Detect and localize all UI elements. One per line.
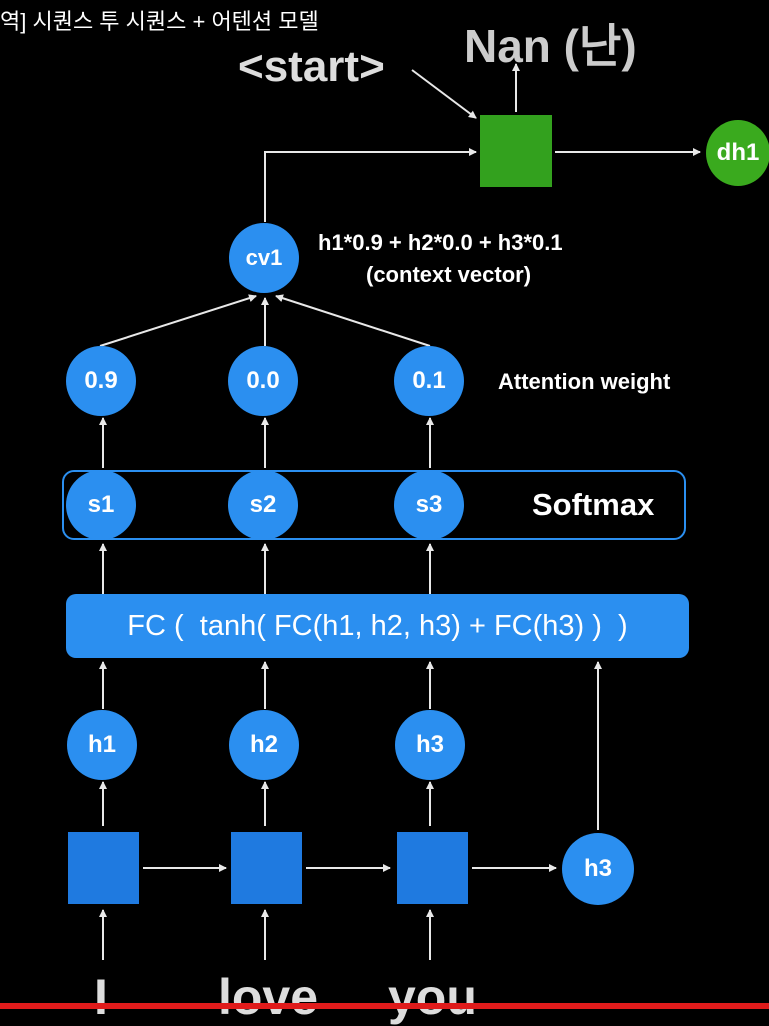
context-caption: (context vector) — [366, 262, 532, 287]
attention-weight-1: 0.9 — [66, 346, 136, 416]
decoder-hidden-node: dh1 — [706, 120, 769, 186]
encoder-hidden-1: h1 — [67, 710, 137, 780]
input-word-3: you — [388, 969, 477, 1025]
context-vector-node: cv1 — [229, 223, 299, 293]
softmax-label: Softmax — [532, 487, 655, 522]
input-word-1: I — [94, 969, 108, 1025]
encoder-cell-2 — [231, 832, 302, 904]
context-formula: h1*0.9 + h2*0.0 + h3*0.1 — [318, 230, 563, 255]
video-title: 역] 시퀀스 투 시퀀스 + 어텐션 모델 — [0, 9, 319, 34]
input-word-2: love — [218, 969, 319, 1025]
attention-weight-label: Attention weight — [498, 369, 671, 394]
encoder-hidden-2: h2 — [229, 710, 299, 780]
encoder-cell-1 — [68, 832, 139, 904]
fc-formula-bar: FC ( tanh( FC(h1, h2, h3) + FC(h3) ) ) — [66, 594, 689, 658]
score-node-1: s1 — [66, 470, 136, 540]
encoder-cell-3 — [397, 832, 468, 904]
output-word: Nan (난) — [464, 20, 637, 72]
attention-weight-3: 0.1 — [394, 346, 464, 416]
decoder-cell — [480, 115, 552, 187]
encoder-final-hidden: h3 — [562, 833, 634, 905]
score-node-2: s2 — [228, 470, 298, 540]
score-node-3: s3 — [394, 470, 464, 540]
encoder-hidden-3: h3 — [395, 710, 465, 780]
attention-weight-2: 0.0 — [228, 346, 298, 416]
video-progress-bar[interactable] — [0, 1003, 769, 1009]
start-token: <start> — [238, 42, 385, 91]
softmax-box — [62, 470, 686, 540]
